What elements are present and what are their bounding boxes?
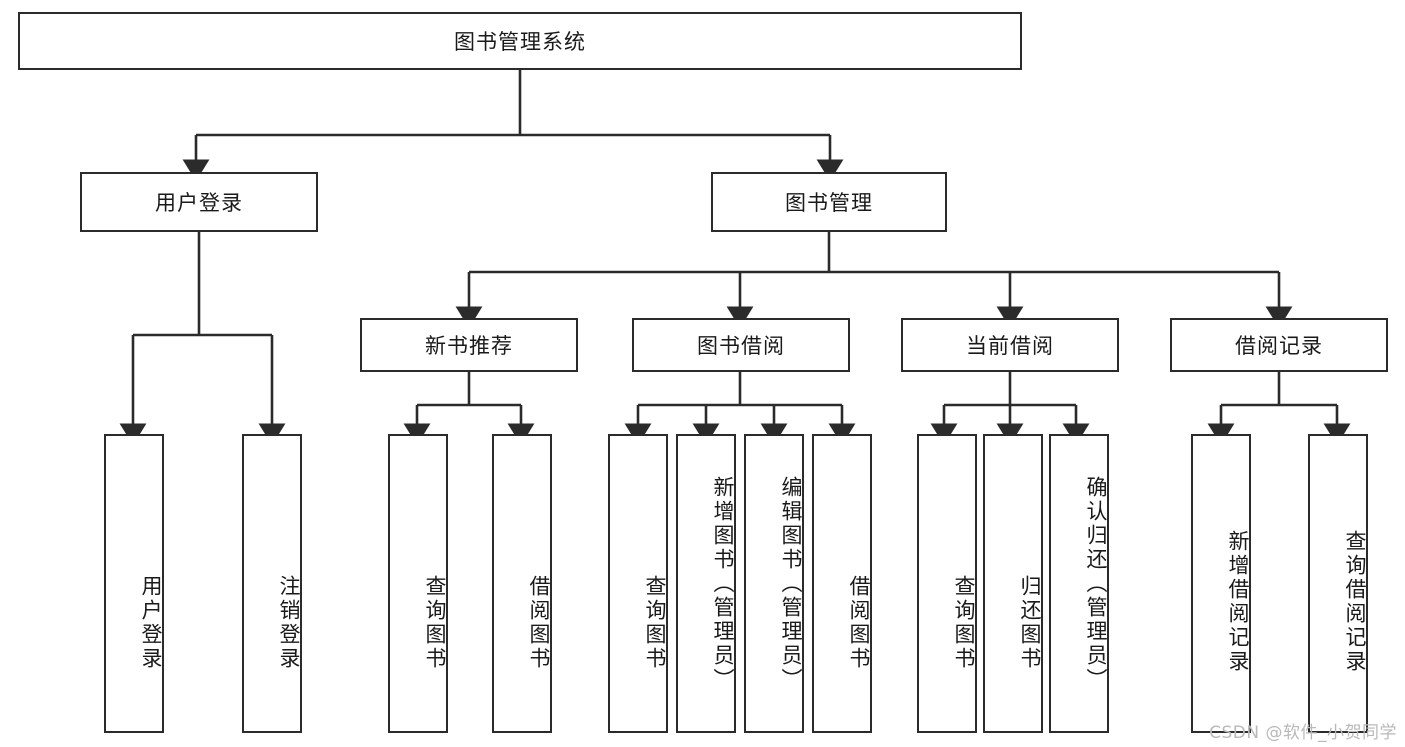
node-book-management[interactable]: 图书管理 (711, 172, 947, 232)
leaf-query-book-2-label: 查询图书 (643, 574, 667, 671)
node-borrow-record-label: 借阅记录 (1235, 334, 1323, 358)
node-current-borrow[interactable]: 当前借阅 (901, 318, 1119, 372)
node-new-book-recommend-label: 新书推荐 (425, 334, 513, 358)
node-root-label: 图书管理系统 (454, 30, 586, 54)
leaf-edit-book-admin-label: 编辑图书（管理员） (779, 475, 803, 692)
leaf-query-book-1-label: 查询图书 (423, 574, 447, 671)
leaf-user-login[interactable]: 用户登录 (104, 434, 164, 733)
leaf-query-book-3-label: 查询图书 (952, 574, 976, 671)
leaf-borrow-book-2-label: 借阅图书 (847, 574, 871, 671)
leaf-query-book-1[interactable]: 查询图书 (388, 434, 448, 733)
node-new-book-recommend[interactable]: 新书推荐 (360, 318, 578, 372)
node-book-borrow-label: 图书借阅 (697, 334, 785, 358)
leaf-borrow-book-1-label: 借阅图书 (527, 574, 551, 671)
csdn-watermark: CSDN @软件_小贺同学 (1209, 723, 1397, 743)
leaf-logout-login[interactable]: 注销登录 (242, 434, 302, 733)
node-borrow-record[interactable]: 借阅记录 (1170, 318, 1388, 372)
leaf-query-borrow-record-label: 查询借阅记录 (1343, 529, 1367, 674)
node-current-borrow-label: 当前借阅 (966, 334, 1054, 358)
leaf-add-book-admin-label: 新增图书（管理员） (711, 475, 735, 692)
leaf-return-book-label: 归还图书 (1018, 574, 1042, 671)
leaf-add-borrow-record[interactable]: 新增借阅记录 (1191, 434, 1251, 733)
leaf-return-book[interactable]: 归还图书 (983, 434, 1043, 733)
leaf-confirm-return-admin-label: 确认归还（管理员） (1084, 475, 1108, 692)
leaf-borrow-book-1[interactable]: 借阅图书 (492, 434, 552, 733)
leaf-add-book-admin[interactable]: 新增图书（管理员） (676, 434, 736, 733)
node-user-login-label: 用户登录 (155, 191, 243, 215)
leaf-add-borrow-record-label: 新增借阅记录 (1226, 529, 1250, 674)
leaf-user-login-label: 用户登录 (139, 574, 163, 671)
leaf-query-borrow-record[interactable]: 查询借阅记录 (1308, 434, 1368, 733)
leaf-borrow-book-2[interactable]: 借阅图书 (812, 434, 872, 733)
node-user-login[interactable]: 用户登录 (80, 172, 318, 232)
leaf-edit-book-admin[interactable]: 编辑图书（管理员） (744, 434, 804, 733)
leaf-query-book-3[interactable]: 查询图书 (917, 434, 977, 733)
leaf-logout-login-label: 注销登录 (277, 574, 301, 671)
node-root[interactable]: 图书管理系统 (18, 12, 1022, 70)
node-book-management-label: 图书管理 (785, 191, 873, 215)
leaf-confirm-return-admin[interactable]: 确认归还（管理员） (1049, 434, 1109, 733)
leaf-query-book-2[interactable]: 查询图书 (608, 434, 668, 733)
node-book-borrow[interactable]: 图书借阅 (632, 318, 850, 372)
